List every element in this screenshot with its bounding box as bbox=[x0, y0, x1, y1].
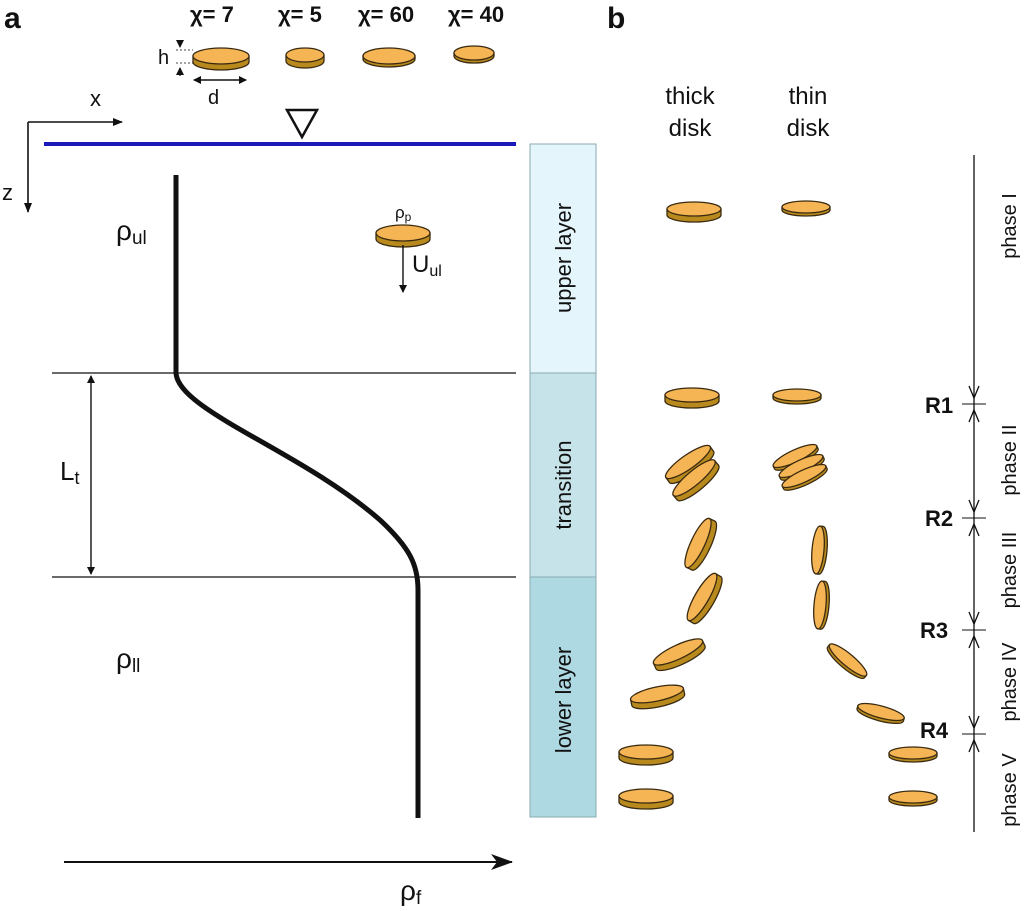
transition-box bbox=[529, 372, 597, 578]
h-label: h bbox=[158, 47, 169, 69]
z-axis-label: z bbox=[2, 180, 13, 205]
regime-transition-R1: R1 bbox=[925, 393, 953, 418]
coordinate-axes: x z bbox=[2, 86, 123, 213]
thick-disk-7 bbox=[652, 638, 706, 672]
disk-chi-7 bbox=[192, 47, 250, 71]
layer-boxes: upper layer transition lower layer bbox=[529, 143, 597, 818]
thin-disk-label-line1: thin bbox=[789, 83, 828, 110]
thin-disk-10 bbox=[888, 746, 938, 763]
phase-axis bbox=[962, 155, 986, 832]
settling-particle bbox=[375, 224, 431, 293]
thick-disk-2 bbox=[664, 387, 720, 409]
thick-disk-9 bbox=[618, 744, 674, 766]
particle-density-label: ρp bbox=[395, 203, 412, 224]
phase-IV-label: phase IV bbox=[999, 642, 1021, 722]
upper-layer-label: upper layer bbox=[551, 203, 576, 313]
thick-disk-5 bbox=[684, 517, 718, 571]
disk-chi-5 bbox=[285, 47, 325, 69]
thick-disk-4 bbox=[672, 459, 720, 502]
thin-disk-5 bbox=[781, 463, 828, 491]
thin-disk-11 bbox=[888, 790, 938, 807]
phase-III-label: phase III bbox=[999, 532, 1021, 609]
density-profile-curve bbox=[173, 175, 421, 818]
disk-dimension-annotations: h d bbox=[158, 40, 247, 109]
thick-disk-10 bbox=[618, 788, 674, 810]
thin-disk-9 bbox=[856, 702, 905, 725]
panel-a-label: a bbox=[4, 2, 21, 35]
transition-label: transition bbox=[551, 440, 576, 529]
aspect-ratio-label-1: χ= 7 bbox=[190, 2, 234, 27]
panel-b-label: b bbox=[607, 2, 625, 35]
aspect-ratio-label-4: χ= 40 bbox=[448, 2, 504, 27]
thin-disk-1 bbox=[781, 200, 831, 217]
phase-V-label: phase V bbox=[999, 753, 1021, 827]
lower-density-label: ρll bbox=[116, 643, 140, 677]
regime-transition-R4: R4 bbox=[920, 718, 949, 743]
regime-transition-R3: R3 bbox=[920, 618, 948, 643]
d-label: d bbox=[208, 87, 219, 109]
phase-I-label: phase I bbox=[999, 193, 1021, 259]
thin-disk-6 bbox=[811, 525, 828, 575]
disk-chi-60 bbox=[362, 47, 416, 68]
upper-layer-box bbox=[529, 143, 597, 374]
upper-density-label: ρul bbox=[116, 215, 147, 249]
aspect-ratio-labels: χ= 7 χ= 5 χ= 60 χ= 40 bbox=[190, 2, 504, 27]
phase-II-label: phase II bbox=[999, 424, 1021, 495]
settling-velocity-label: Uul bbox=[412, 251, 442, 280]
thick-disk-label-line2: disk bbox=[669, 115, 713, 142]
free-surface-triangle-icon bbox=[284, 108, 320, 140]
thin-disk-7 bbox=[813, 580, 830, 630]
x-axis-label: x bbox=[90, 86, 101, 111]
thin-disk-8 bbox=[826, 643, 868, 680]
thick-disk-label-line1: thick bbox=[665, 83, 715, 110]
disk-chi-40 bbox=[453, 45, 495, 64]
aspect-ratio-label-3: χ= 60 bbox=[358, 2, 414, 27]
lower-layer-box bbox=[529, 576, 597, 818]
thin-disk-2 bbox=[772, 388, 822, 405]
transition-length-label: Lt bbox=[60, 456, 79, 488]
aspect-ratio-label-2: χ= 5 bbox=[278, 2, 322, 27]
thick-disk-1 bbox=[666, 201, 722, 223]
thick-disk-6 bbox=[686, 572, 723, 625]
regime-transition-R2: R2 bbox=[925, 506, 953, 531]
thin-disk-trajectory bbox=[772, 200, 938, 807]
lower-layer-label: lower layer bbox=[551, 647, 576, 753]
fluid-density-axis-label: ρf bbox=[400, 875, 422, 909]
thick-disk-trajectory bbox=[618, 201, 723, 810]
thick-disk-8 bbox=[629, 684, 686, 710]
thin-disk-label-line2: disk bbox=[787, 115, 831, 142]
